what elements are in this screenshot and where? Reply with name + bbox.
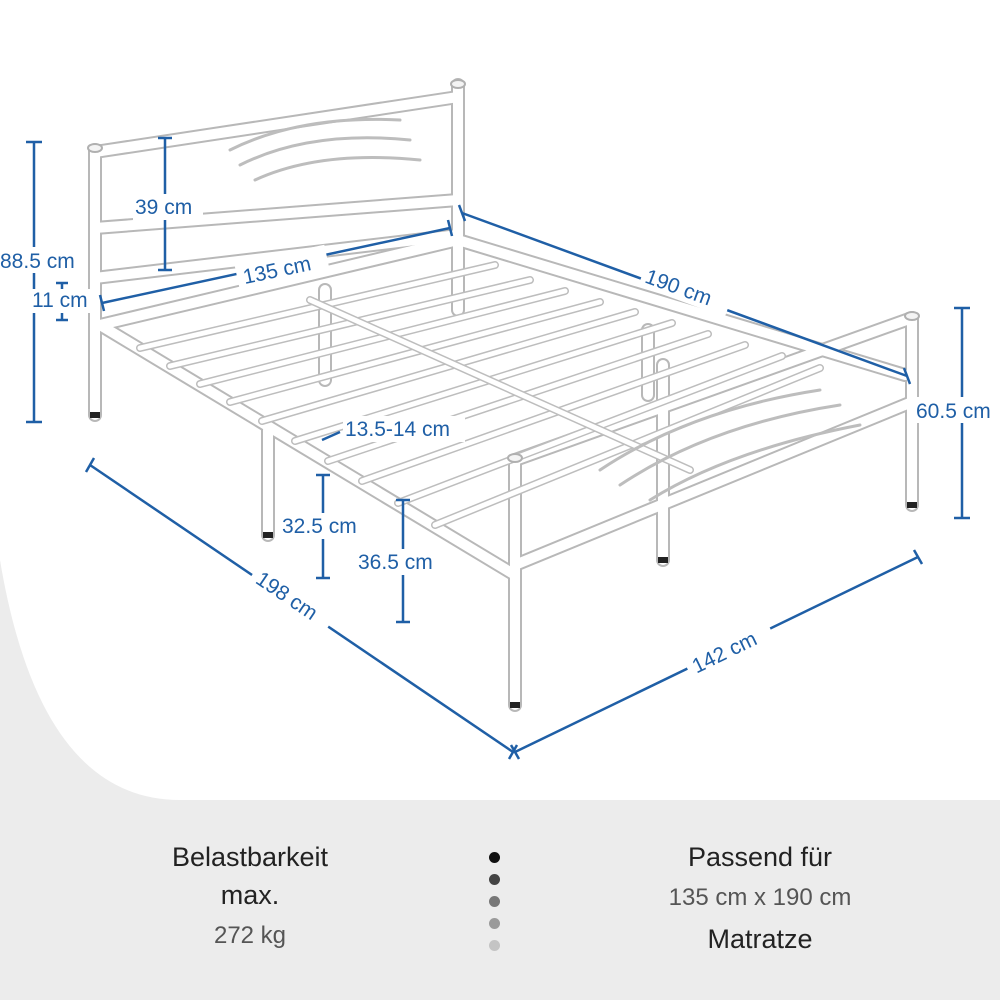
dim-headboard-panel: 39 cm: [135, 196, 192, 219]
fits-value: 135 cm x 190 cm: [668, 884, 852, 911]
capacity-value: 272 kg: [213, 922, 287, 949]
separator-dot: [489, 852, 500, 863]
dim-under-bed-clearance: 36.5 cm: [358, 551, 433, 574]
fits-title: Passend für: [687, 842, 833, 872]
dim-slat-gap: 13.5-14 cm: [345, 418, 450, 441]
capacity-spec: Belastbarkeit max. 272 kg: [120, 838, 380, 958]
capacity-title-line1: Belastbarkeit: [171, 842, 329, 872]
capacity-title-line2: max.: [220, 880, 280, 910]
dim-headboard-gap: 11 cm: [32, 289, 88, 312]
dim-footboard-height: 60.5 cm: [916, 400, 991, 423]
separator-dot: [489, 874, 500, 885]
separator-dots: [485, 850, 505, 960]
dim-total-height: 88.5 cm: [0, 250, 75, 273]
dim-center-leg-height: 32.5 cm: [282, 515, 357, 538]
separator-dot: [489, 918, 500, 929]
separator-dot: [489, 896, 500, 907]
fits-label: Matratze: [707, 924, 813, 954]
separator-dot: [489, 940, 500, 951]
mattress-fit-spec: Passend für 135 cm x 190 cm Matratze: [610, 838, 910, 958]
